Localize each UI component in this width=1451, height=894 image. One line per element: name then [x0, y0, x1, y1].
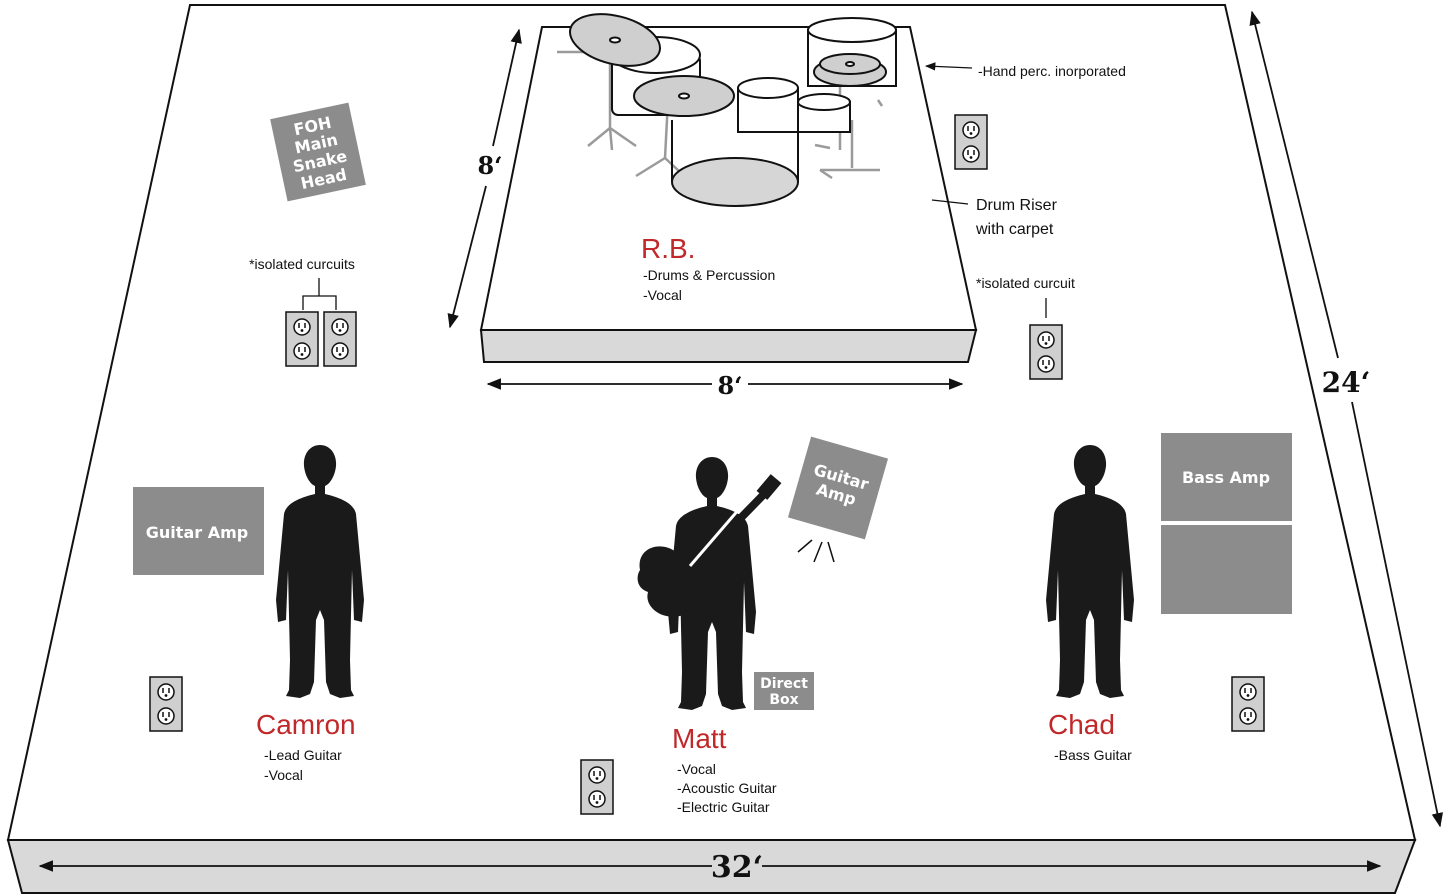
- riser-depth-dimension: 8‘: [447, 28, 522, 329]
- bass-amp-label: Bass Amp: [1182, 468, 1270, 487]
- performer-role-chad-1: -Bass Guitar: [1054, 747, 1132, 763]
- left-outlet-2-icon: [323, 311, 357, 367]
- drum-kit: [557, 13, 897, 207]
- direct-box-line1: Direct: [760, 676, 808, 692]
- performer-name-rb: R.B.: [641, 233, 695, 264]
- riser-width-dimension: 8‘: [486, 371, 964, 400]
- left-guitar-amp-label: Guitar Amp: [146, 523, 248, 542]
- hand-perc-annotation: -Hand perc. inorporated: [924, 62, 1126, 79]
- performer-role-camron-2: -Vocal: [264, 767, 303, 783]
- right-isolated-circuit: *isolated curcuit: [976, 275, 1075, 380]
- matt-outlet-icon: [580, 759, 614, 815]
- chad-outlet-icon: [1231, 676, 1265, 732]
- riser-note: Drum Riser with carpet: [931, 197, 1058, 238]
- amp-sound-lines: [797, 539, 835, 563]
- riser-note-line1: Drum Riser: [976, 197, 1058, 214]
- performer-role-rb-1: -Drums & Percussion: [643, 267, 775, 283]
- performer-name-chad: Chad: [1048, 709, 1115, 740]
- performer-role-matt-1: -Vocal: [677, 761, 716, 777]
- left-isolated-circuits: *isolated curcuits: [249, 256, 357, 367]
- acoustic-guitar-icon: [637, 474, 782, 617]
- hand-perc-note: -Hand perc. inorporated: [978, 63, 1126, 79]
- riser-note-line2: with carpet: [975, 221, 1054, 238]
- performer-role-matt-3: -Electric Guitar: [677, 799, 770, 815]
- bass-amp: Bass Amp: [1161, 433, 1292, 614]
- left-outlet-1-icon: [285, 311, 319, 367]
- riser-outlet-icon: [954, 114, 988, 170]
- isolated-outlet-icon: [1029, 324, 1063, 380]
- isolated-circuit-note: *isolated curcuit: [976, 275, 1075, 291]
- performer-role-matt-2: -Acoustic Guitar: [677, 780, 777, 796]
- performer-role-camron-1: -Lead Guitar: [264, 747, 342, 763]
- performer-name-matt: Matt: [672, 723, 727, 754]
- stage-width-label: 32‘: [711, 850, 763, 885]
- stage-width-dimension: 32‘: [38, 850, 1382, 885]
- stage-depth-dimension: 24‘: [1249, 10, 1444, 828]
- camron-outlet-icon: [149, 676, 183, 732]
- direct-box: Direct Box: [754, 672, 814, 710]
- center-guitar-amp: Guitar Amp: [787, 436, 889, 540]
- performer-name-camron: Camron: [256, 709, 356, 740]
- direct-box-line2: Box: [769, 692, 798, 708]
- left-outlets-note: *isolated curcuits: [249, 256, 355, 272]
- performer-role-rb-2: -Vocal: [643, 287, 682, 303]
- left-guitar-amp: Guitar Amp: [133, 487, 264, 575]
- foh-snake-head: FOH Main Snake Head: [270, 102, 366, 202]
- riser-width-label: 8‘: [717, 371, 742, 400]
- riser-depth-label: 8‘: [477, 151, 502, 180]
- stage-depth-label: 24‘: [1322, 366, 1371, 399]
